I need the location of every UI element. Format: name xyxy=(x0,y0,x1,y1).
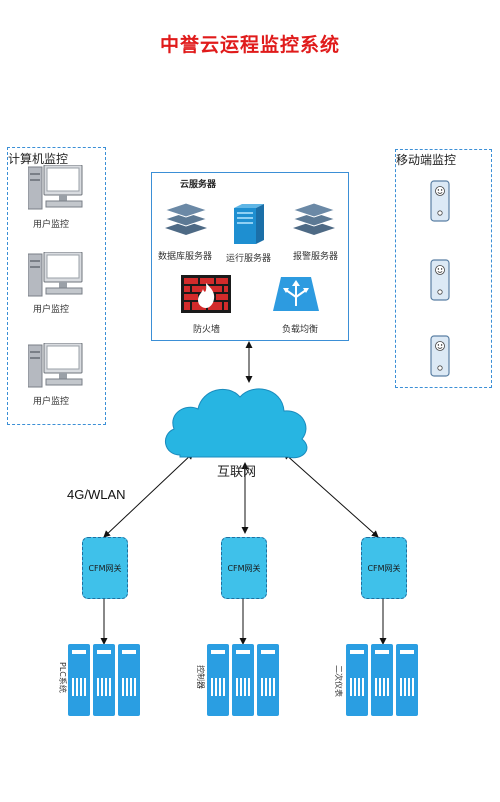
cloud-group-title: 云服务器 xyxy=(180,180,217,190)
internet-to-gateway-arrow xyxy=(283,452,379,538)
internet-to-gateway-arrow xyxy=(103,452,194,538)
gateway-label: CFM网关 xyxy=(88,563,122,573)
gateway-box: CFM网关 xyxy=(221,537,267,599)
server-label: 负载均衡 xyxy=(282,325,319,335)
gateway-box: CFM网关 xyxy=(361,537,407,599)
device-rack-icon xyxy=(68,644,140,716)
link-type-label: 4G/WLAN xyxy=(67,487,126,502)
mobile-phone-icon xyxy=(430,180,450,222)
computer-label: 用户监控 xyxy=(33,305,70,315)
internet-cloud-icon xyxy=(165,388,308,459)
mobile-phone-icon xyxy=(430,259,450,301)
gateway-label: CFM网关 xyxy=(367,563,401,573)
gateway-label: CFM网关 xyxy=(227,563,261,573)
page-title: 中誉云运程监控系统 xyxy=(159,34,340,56)
mobile-group-title: 移动端监控 xyxy=(396,153,457,167)
server-label: 数据库服务器 xyxy=(158,252,213,262)
computer-icon xyxy=(28,252,83,297)
server-label: 防火墙 xyxy=(193,325,221,335)
gateway-box: CFM网关 xyxy=(82,537,128,599)
device-group-label: PLC系统 xyxy=(58,662,67,693)
computer-label: 用户监控 xyxy=(33,397,70,407)
computer-icon xyxy=(28,165,83,210)
server-label: 报警服务器 xyxy=(293,252,339,262)
mobile-monitor-group xyxy=(395,149,492,388)
device-rack-icon xyxy=(346,644,418,716)
server-tower-icon xyxy=(234,204,264,244)
mobile-phone-icon xyxy=(430,335,450,377)
stack-layers-icon xyxy=(291,202,337,235)
server-label: 运行服务器 xyxy=(226,254,272,264)
device-group-label: 控制器 xyxy=(196,665,205,689)
computer-label: 用户监控 xyxy=(33,220,70,230)
computer-group-title: 计算机监控 xyxy=(8,152,69,166)
computer-icon xyxy=(28,343,83,388)
device-group-label: 二次仪表 xyxy=(334,665,343,697)
firewall-icon xyxy=(181,275,231,313)
internet-label: 互联网 xyxy=(217,465,257,480)
device-rack-icon xyxy=(207,644,279,716)
computer-monitor-group xyxy=(7,147,106,425)
stack-layers-icon xyxy=(163,202,209,235)
load-balancer-icon xyxy=(273,277,319,311)
